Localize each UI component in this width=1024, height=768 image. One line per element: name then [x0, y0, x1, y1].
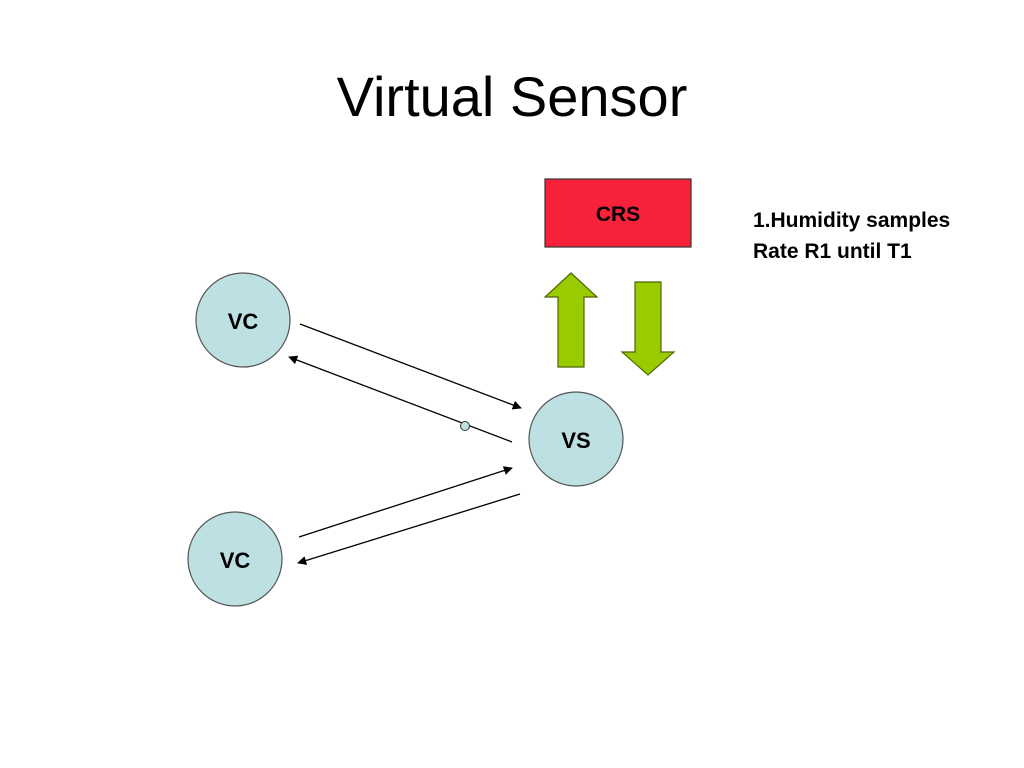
vc-bottom-label: VC — [220, 548, 251, 573]
note-text: 1.Humidity samples Rate R1 until T1 — [753, 205, 1018, 267]
arrow-vc-bottom-to-vs — [298, 466, 513, 538]
vc-top-node: VC — [195, 272, 291, 368]
vc-top-label: VC — [228, 309, 259, 334]
vs-label: VS — [561, 428, 590, 453]
arrow-vs-to-vc-top — [288, 355, 513, 443]
note-line-2: Rate R1 until T1 — [753, 240, 912, 263]
up-arrow-icon — [543, 272, 599, 368]
connector-handle — [460, 421, 470, 431]
crs-label: CRS — [596, 203, 640, 226]
slide-title: Virtual Sensor — [336, 65, 688, 128]
vc-bottom-node: VC — [187, 511, 283, 607]
crs-box: CRS — [544, 178, 692, 248]
arrow-vc-top-to-vs — [299, 323, 522, 410]
note-line-1: 1.Humidity samples — [753, 209, 951, 232]
vs-node: VS — [528, 391, 624, 487]
down-arrow-icon — [620, 281, 676, 376]
arrow-vs-to-vc-bottom — [297, 493, 521, 565]
